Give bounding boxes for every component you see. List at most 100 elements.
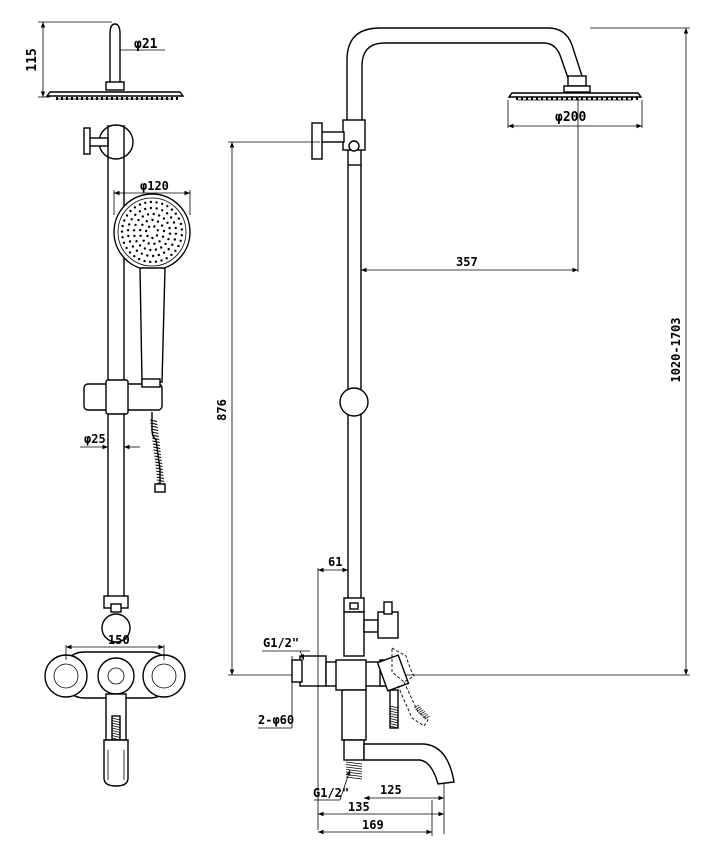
dim-arm-reach: 357 <box>456 255 478 269</box>
spray-dot <box>128 240 132 243</box>
spray-dot <box>162 217 166 220</box>
nozzle <box>606 97 608 100</box>
spray-dot <box>165 212 169 215</box>
nozzle <box>581 97 583 100</box>
hose-coil <box>156 476 164 480</box>
thread-line <box>419 711 426 715</box>
nozzle <box>161 97 163 100</box>
hose-coil <box>151 431 159 435</box>
side-diverter <box>311 119 366 160</box>
thread-line <box>418 709 424 714</box>
spray-dot <box>125 246 128 250</box>
nozzle <box>91 97 93 100</box>
nozzle <box>636 97 638 100</box>
thread-line <box>389 710 399 714</box>
nozzle <box>551 97 553 100</box>
thread-line <box>421 712 427 717</box>
dim-overall-depth: 169 <box>362 818 384 832</box>
thread-line <box>345 761 363 765</box>
nozzle <box>626 97 628 100</box>
nozzle <box>531 97 533 100</box>
hose-coil <box>149 419 158 423</box>
nozzle <box>121 97 123 100</box>
spray-dot <box>120 230 124 233</box>
front-hose <box>149 412 166 493</box>
spray-dot <box>168 226 171 230</box>
spray-dot <box>160 224 164 227</box>
spray-dot <box>143 247 147 250</box>
side-gooseneck <box>346 27 591 120</box>
spray-dot <box>179 222 183 226</box>
spray-dot <box>161 209 164 212</box>
thread-line <box>345 769 363 772</box>
nozzle <box>561 97 563 100</box>
hose-coil <box>151 434 159 438</box>
hose-coil <box>150 422 158 426</box>
thread-line <box>424 715 430 720</box>
nozzle <box>131 97 133 100</box>
spray-dot <box>127 234 130 238</box>
spray-dot <box>170 253 173 257</box>
hose-coil <box>152 437 160 441</box>
spray-dot <box>156 220 160 223</box>
spray-dot <box>158 240 161 243</box>
spray-dot <box>180 228 184 231</box>
dim-inlet-thread: G1/2" <box>263 636 299 650</box>
nozzle <box>96 97 98 100</box>
spray-dot <box>164 242 167 246</box>
spray-dot <box>144 201 147 204</box>
nozzle <box>66 97 68 100</box>
nozzle <box>61 97 63 100</box>
spray-dot <box>130 218 133 221</box>
spray-dot <box>167 237 170 241</box>
spray-dot <box>174 249 177 252</box>
spray-dot <box>174 232 178 235</box>
hose-coil <box>157 479 165 483</box>
hose-coil <box>153 452 162 456</box>
side-mixer <box>291 597 399 780</box>
spray-dot <box>144 207 147 211</box>
thread-line <box>111 732 121 736</box>
spray-dot <box>151 218 154 222</box>
spray-dot <box>174 212 177 215</box>
spray-dot <box>151 236 154 240</box>
dim-rail-height: 876 <box>215 399 229 421</box>
spray-dot <box>142 239 145 242</box>
thread-line <box>111 722 121 726</box>
nozzle <box>631 97 633 100</box>
side-handle <box>376 647 430 727</box>
spray-dot <box>132 229 136 232</box>
spray-dot <box>149 260 152 264</box>
spray-dot <box>121 236 124 239</box>
spray-dot <box>138 257 141 261</box>
spray-dot <box>141 215 144 218</box>
front-view: 115 φ21 φ120 <box>25 21 191 787</box>
nozzle <box>151 97 153 100</box>
nozzle <box>616 97 618 100</box>
spray-dot <box>149 200 153 204</box>
thread-line <box>389 723 399 726</box>
thread-line <box>422 714 429 718</box>
nozzle <box>126 97 128 100</box>
thread-line <box>111 717 121 721</box>
spray-dot <box>152 212 155 216</box>
hose-coil <box>156 470 164 474</box>
nozzle <box>166 97 168 100</box>
spray-dot <box>156 229 159 232</box>
dim-outlet-thread: G1/2" <box>313 786 349 800</box>
hose-coil <box>152 443 160 447</box>
nozzle <box>526 97 528 100</box>
thread-line <box>413 704 420 709</box>
thread-line <box>389 713 399 716</box>
thread-line <box>389 720 399 724</box>
dim-mixer-width: 150 <box>108 633 130 647</box>
nozzle <box>621 97 623 100</box>
dim-hand-shower-diameter: φ120 <box>140 179 169 193</box>
nozzle <box>71 97 73 100</box>
nozzle <box>146 97 148 100</box>
spray-dot <box>143 259 146 263</box>
spray-dot <box>168 232 172 235</box>
thread-line <box>345 776 363 780</box>
spray-dot <box>138 210 142 213</box>
spray-dot <box>146 234 149 238</box>
